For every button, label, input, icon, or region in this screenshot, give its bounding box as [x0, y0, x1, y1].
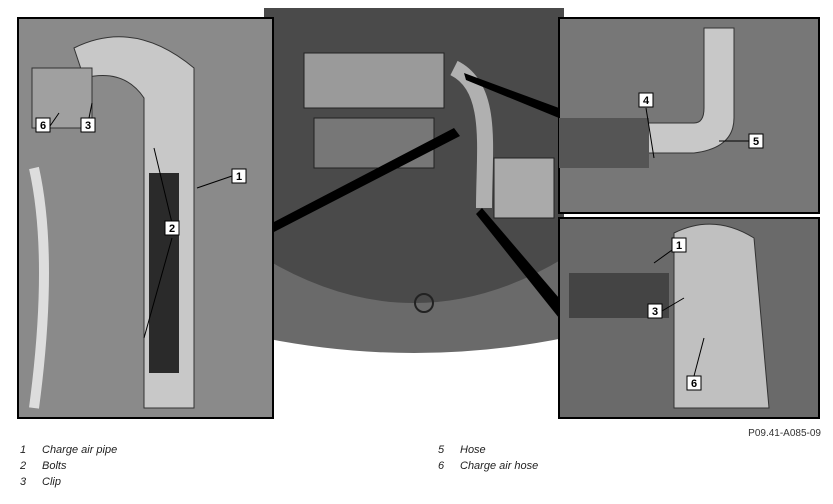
figure-code: P09.41-A085-09	[748, 428, 821, 439]
svg-text:4: 4	[643, 95, 650, 107]
top-right-detail-panel	[558, 17, 820, 214]
svg-text:2: 2	[169, 223, 175, 235]
svg-text:6: 6	[40, 120, 46, 132]
svg-text:3: 3	[85, 120, 91, 132]
callout-bottom-right-3: 3	[647, 297, 685, 319]
callout-left-3: 3	[80, 102, 96, 133]
svg-text:1: 1	[676, 240, 682, 252]
engine-diagram: 6 3 1 2 4 5 1 3 6	[14, 8, 824, 420]
callout-left-6: 6	[35, 112, 60, 133]
callout-top-right-5: 5	[719, 133, 764, 149]
svg-text:1: 1	[236, 171, 242, 183]
svg-text:5: 5	[753, 136, 759, 148]
callout-bottom-right-1: 1	[653, 237, 687, 264]
callout-bottom-right-6: 6	[686, 337, 705, 391]
callout-left-1: 1	[196, 168, 247, 189]
callout-left-2: 2	[143, 147, 180, 339]
callout-top-right-4: 4	[638, 92, 655, 159]
left-detail-panel	[17, 17, 274, 419]
svg-text:3: 3	[652, 306, 658, 318]
overview-engine-bay	[264, 8, 564, 353]
detail-pointers	[272, 73, 559, 318]
svg-text:6: 6	[691, 378, 697, 390]
